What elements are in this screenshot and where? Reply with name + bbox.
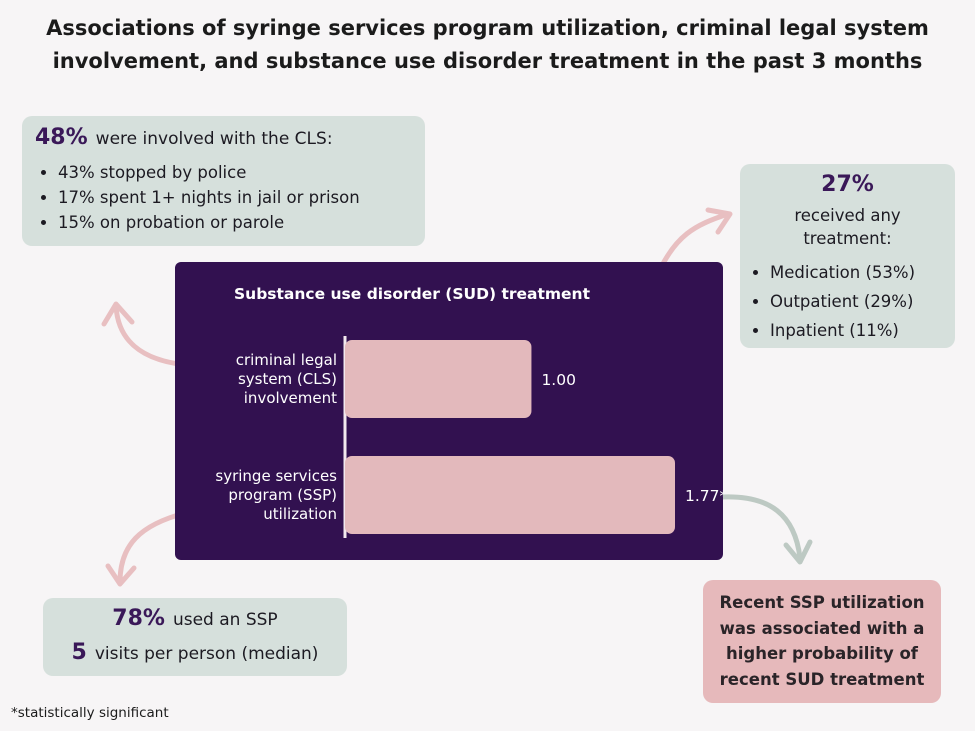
ssp-visits: 5 [71,640,87,665]
sud-treatment-bar-chart: Substance use disorder (SUD) treatment 1.… [215,285,723,538]
cls-list: 43% stopped by police 17% spent 1+ night… [36,160,360,235]
ssp-text: used an SSP [172,610,278,630]
treatment-label-line-1: received any [794,206,901,225]
page-title: Associations of syringe services program… [0,12,975,78]
ssp-row-percent: 78% used an SSP [43,606,347,631]
footnote: *statistically significant [11,705,169,721]
chart-value-label: 1.77* [685,487,723,505]
conclusion-line-3: higher probability of [726,644,918,663]
arrowhead-to-cls [101,301,135,327]
treatment-list: Medication (53%) Outpatient (29%) Inpati… [750,258,915,345]
title-line-1: Associations of syringe services program… [46,16,929,40]
cls-percent: 48% [35,125,88,150]
arrow-to-ssp [117,510,188,585]
conclusion-text: Recent SSP utilization was associated wi… [703,590,941,692]
treatment-item: Inpatient (11%) [770,316,915,345]
cls-involvement-box: 48% were involved with the CLS: 43% stopp… [22,116,425,246]
conclusion-box: Recent SSP utilization was associated wi… [703,580,941,703]
conclusion-line-4: recent SUD treatment [719,669,925,689]
chart-value-label: 1.00 [541,371,576,389]
ssp-utilization-box: 78% used an SSP 5 visits per person (media… [43,598,347,676]
chart-bar [345,456,675,534]
chart-title: Substance use disorder (SUD) treatment [234,285,591,303]
treatment-item: Outpatient (29%) [770,287,915,316]
chart-bar [345,340,532,418]
ssp-percent: 78% [112,606,165,631]
ssp-row-visits: 5 visits per person (median) [43,640,347,665]
cls-item: 17% spent 1+ nights in jail or prison [58,185,360,210]
title-line-2: involvement, and substance use disorder … [52,49,923,73]
arrow-to-cls [113,303,189,368]
arrow-to-conclusion [719,494,803,561]
treatment-label-line-2: treatment: [803,229,892,248]
conclusion-line-2: was associated with a [719,618,925,638]
cls-headline: 48% were involved with the CLS: [35,125,333,150]
conclusion-line-1: Recent SSP utilization [719,593,925,612]
arrowhead-to-conclusion [783,539,813,565]
arrowhead-to-treatment [705,207,733,235]
treatment-box: 27% received any treatment: Medication (… [740,164,955,348]
ssp-visits-text: visits per person (median) [94,644,319,664]
treatment-label: received any treatment: [740,204,955,250]
cls-headline-text: were involved with the CLS: [95,129,333,149]
treatment-item: Medication (53%) [770,258,915,287]
cls-item: 15% on probation or parole [58,210,360,235]
cls-item: 43% stopped by police [58,160,360,185]
sud-treatment-chart-panel: Substance use disorder (SUD) treatment 1.… [175,262,723,560]
arrowhead-to-ssp [105,563,137,587]
treatment-percent: 27% [821,172,874,197]
